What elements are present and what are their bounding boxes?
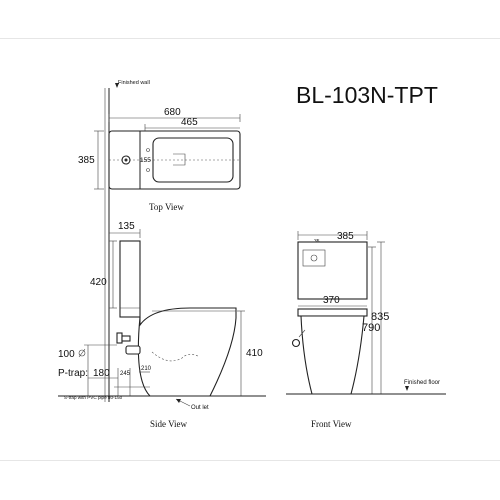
front-bowl bbox=[300, 315, 365, 395]
finished-floor-label: Finished floor bbox=[404, 380, 440, 386]
outlet-arrow-icon bbox=[176, 399, 181, 403]
model-title: BL-103N-TPT bbox=[296, 82, 438, 108]
top-view-label: Top View bbox=[149, 202, 184, 212]
inlet-fitting bbox=[116, 332, 123, 344]
front-dim-370: 370 bbox=[323, 295, 340, 306]
top-drain bbox=[173, 153, 186, 166]
front-view-label: Front View bbox=[311, 419, 352, 429]
wall-marker-icon bbox=[115, 83, 119, 88]
side-view: 135 420 410 100 P-trap: 180 245 bbox=[58, 221, 266, 429]
front-valve-icon bbox=[291, 338, 301, 348]
top-divider bbox=[0, 38, 500, 39]
front-cistern bbox=[297, 241, 368, 300]
side-bowl bbox=[137, 307, 237, 397]
side-dim-410: 410 bbox=[246, 348, 263, 359]
top-view: 680 465 385 155 Top View bbox=[78, 107, 241, 212]
side-cistern bbox=[119, 240, 141, 318]
front-dim-385: 385 bbox=[337, 231, 354, 242]
p-trap-label: P-trap: bbox=[58, 368, 88, 379]
front-dim-835: 835 bbox=[371, 311, 389, 323]
diameter-icon bbox=[78, 349, 86, 357]
p-trap-value: 180 bbox=[93, 368, 110, 379]
outlet-label: Out let bbox=[191, 405, 209, 411]
side-dim-245: 245 bbox=[120, 371, 131, 377]
side-view-label: Side View bbox=[150, 419, 188, 429]
side-dim-210: 210 bbox=[141, 366, 152, 372]
front-view: 385 35 80 370 790 835 Finished floor Fro… bbox=[286, 231, 446, 429]
front-seat bbox=[297, 308, 368, 317]
floor-marker-icon bbox=[405, 386, 409, 391]
s-trap-note: S-trap with PVC pipe 80-150 bbox=[64, 395, 123, 400]
top-dim-680: 680 bbox=[164, 107, 181, 118]
bottom-divider bbox=[0, 460, 500, 461]
finished-wall-label: Finished wall bbox=[118, 80, 150, 86]
flush-mechanism bbox=[302, 249, 326, 267]
top-dim-465: 465 bbox=[181, 117, 198, 128]
side-dim-135: 135 bbox=[118, 221, 135, 232]
top-dim-385: 385 bbox=[78, 155, 95, 166]
water-valve-icon bbox=[125, 345, 141, 355]
side-dim-420: 420 bbox=[90, 277, 107, 288]
front-dim-790: 790 bbox=[362, 322, 380, 334]
top-dim-155: 155 bbox=[140, 157, 151, 164]
side-dim-100: 100 bbox=[58, 349, 75, 360]
